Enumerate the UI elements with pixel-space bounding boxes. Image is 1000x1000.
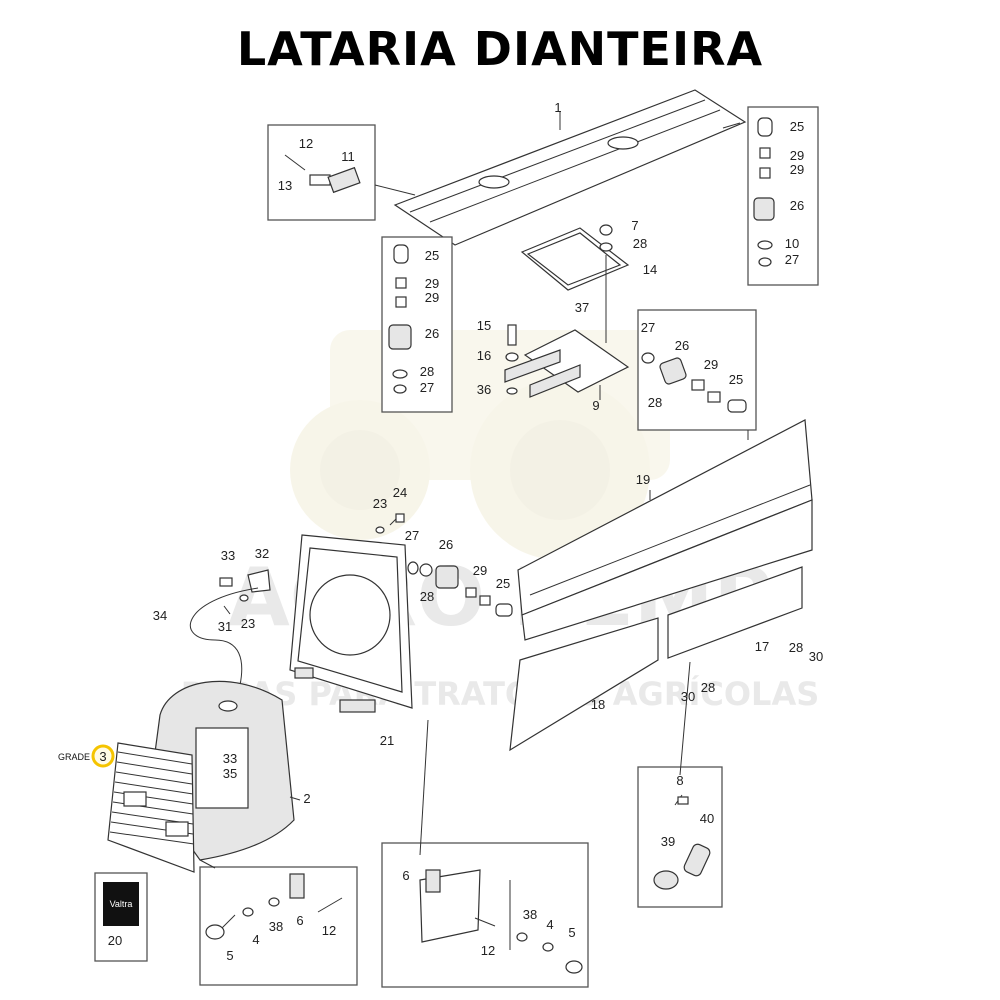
callout-number: 33	[221, 548, 235, 563]
callout-number: 28	[701, 680, 715, 695]
callout-number: 39	[661, 834, 675, 849]
callout-number: 1	[554, 100, 561, 115]
callout-number: 29	[473, 563, 487, 578]
callout-number: 3	[99, 749, 106, 764]
callout-numbers: 1121113252929261027252929262827728143715…	[99, 100, 823, 963]
callout-number: 28	[648, 395, 662, 410]
callout-number: 30	[809, 649, 823, 664]
callout-number: 27	[641, 320, 655, 335]
callout-number: 28	[633, 236, 647, 251]
hood-top-panel	[393, 89, 747, 246]
callout-number: 5	[226, 948, 233, 963]
callout-number: 25	[790, 119, 804, 134]
callout-number: 26	[675, 338, 689, 353]
callout-number: 27	[785, 252, 799, 267]
callout-number: 12	[481, 943, 495, 958]
callout-number: 37	[575, 300, 589, 315]
callout-number: 20	[108, 933, 122, 948]
callout-number: 36	[477, 382, 491, 397]
callout-number: 29	[425, 276, 439, 291]
detail-box-hood-lock	[267, 124, 416, 221]
grille-callout-highlight	[91, 744, 115, 768]
grille-frame	[289, 534, 413, 713]
left-fasteners	[189, 569, 271, 686]
callout-number: 28	[420, 589, 434, 604]
callout-number: 6	[296, 913, 303, 928]
side-panel-lower	[509, 566, 803, 752]
callout-number: 38	[523, 907, 537, 922]
callout-number: 8	[676, 773, 683, 788]
detail-box-right-mount	[747, 106, 819, 286]
callout-number: 33	[223, 751, 237, 766]
center-fasteners	[375, 513, 513, 617]
callout-number: 15	[477, 318, 491, 333]
front-grille	[107, 742, 195, 873]
callout-number: 40	[700, 811, 714, 826]
callout-number: 5	[568, 925, 575, 940]
callout-number: 13	[278, 178, 292, 193]
callout-number: 29	[790, 148, 804, 163]
watermark-tagline: PEÇAS PARA TRATORES AGRÍCOLAS	[181, 675, 820, 713]
callout-number: 27	[420, 380, 434, 395]
callout-number: 30	[681, 689, 695, 704]
callout-number: 6	[402, 868, 409, 883]
callout-number: 12	[322, 923, 336, 938]
callout-number: 4	[252, 932, 259, 947]
callout-number: 9	[592, 398, 599, 413]
detail-box-left-mount	[381, 236, 453, 413]
detail-box-hinge	[637, 766, 723, 908]
detail-box-side-mount	[637, 309, 757, 431]
callout-number: 11	[341, 149, 355, 164]
callout-number: 26	[439, 537, 453, 552]
callout-number: 26	[425, 326, 439, 341]
callout-number: 23	[373, 496, 387, 511]
callout-number: 17	[755, 639, 769, 654]
callout-number: 28	[420, 364, 434, 379]
callout-number: 21	[380, 733, 394, 748]
callout-number: 12	[299, 136, 313, 151]
hood-bracket-assembly	[504, 224, 630, 398]
callout-number: 29	[425, 290, 439, 305]
callout-number: 29	[790, 162, 804, 177]
callout-number: 18	[591, 697, 605, 712]
brand-plate-text: Valtra	[110, 899, 133, 909]
detail-box-latch-left	[199, 866, 358, 986]
callout-number: 2	[303, 791, 310, 806]
detail-box-latch-right	[381, 842, 589, 988]
page-title: LATARIA DIANTEIRA	[236, 22, 764, 76]
callout-number: 32	[255, 546, 269, 561]
callout-number: 25	[425, 248, 439, 263]
callout-number: 24	[393, 485, 407, 500]
callout-number: 14	[643, 262, 657, 277]
callout-number: 29	[704, 357, 718, 372]
side-panel-upper	[517, 419, 813, 641]
callout-number: 23	[241, 616, 255, 631]
callout-number: 19	[636, 472, 650, 487]
callout-number: 4	[546, 917, 553, 932]
callout-number: 10	[785, 236, 799, 251]
callout-number: 16	[477, 348, 491, 363]
callout-number: 31	[218, 619, 232, 634]
callout-number: 28	[789, 640, 803, 655]
grade-label: GRADE	[58, 752, 90, 762]
callout-number: 35	[223, 766, 237, 781]
callout-number: 34	[153, 608, 167, 623]
callout-number: 26	[790, 198, 804, 213]
callout-number: 7	[631, 218, 638, 233]
callout-number: 27	[405, 528, 419, 543]
callout-number: 38	[269, 919, 283, 934]
callout-number: 25	[496, 576, 510, 591]
leader-lines	[199, 112, 749, 869]
brand-plate: Valtra	[94, 872, 148, 962]
callout-number: 25	[729, 372, 743, 387]
